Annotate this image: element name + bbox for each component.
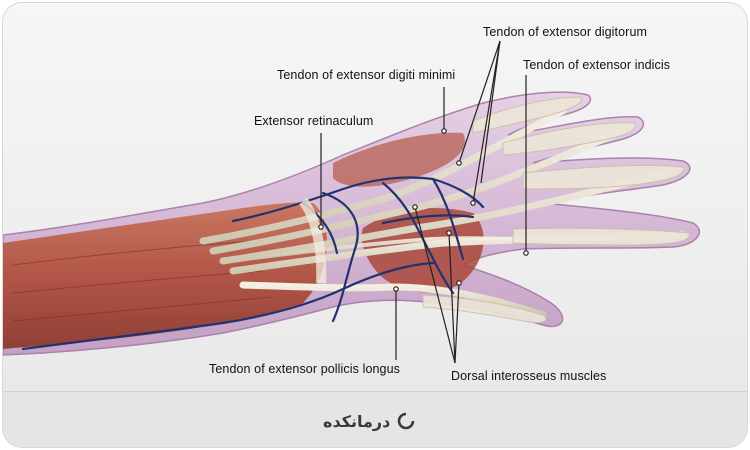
label-extensor-retinaculum: Extensor retinaculum — [254, 114, 374, 128]
label-dorsal-interosseus-muscles: Dorsal interosseus muscles — [451, 369, 607, 383]
brand-watermark: درمانکده — [323, 410, 416, 432]
footer-bar: درمانکده — [3, 391, 747, 447]
forearm-muscle-striation — [12, 240, 274, 322]
label-tendon-extensor-digiti-minimi: Tendon of extensor digiti minimi — [277, 68, 456, 82]
hand-anatomy-illustration: Tendon of extensor digitorum Tendon of e… — [3, 3, 747, 391]
hand-dorsum-muscle — [333, 132, 465, 187]
label-tendon-extensor-indicis: Tendon of extensor indicis — [523, 58, 671, 72]
forearm-muscles — [3, 202, 327, 349]
finger-bones — [422, 96, 691, 324]
brand-name: درمانکده — [323, 411, 391, 431]
label-pointer-dots — [318, 128, 529, 292]
label-tendon-extensor-digitorum: Tendon of extensor digitorum — [483, 25, 648, 39]
label-leader-lines — [320, 40, 527, 364]
extensor-retinaculum-band — [298, 197, 327, 284]
brand-circle-logo-icon — [398, 412, 415, 430]
label-tendon-extensor-pollicis-longus: Tendon of extensor pollicis longus — [209, 362, 401, 376]
